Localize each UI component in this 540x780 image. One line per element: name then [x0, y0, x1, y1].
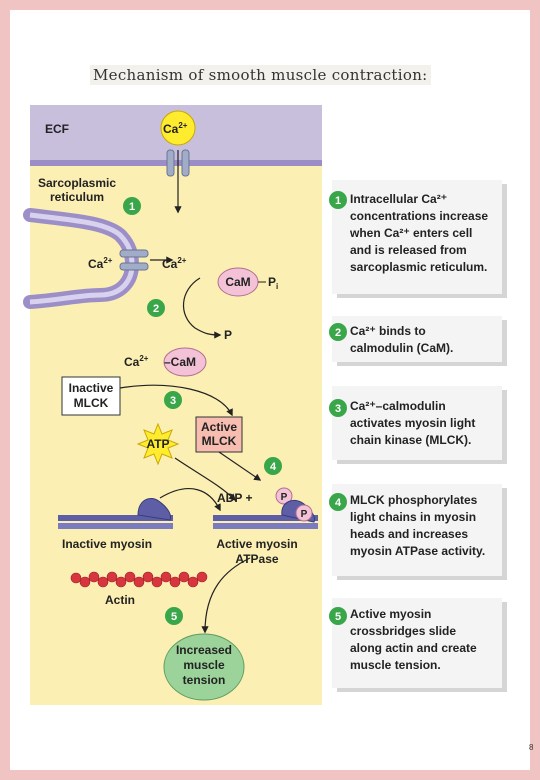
- adp-label: ADP +: [217, 491, 252, 505]
- svg-text:4: 4: [270, 461, 277, 473]
- arrow-mlck-activation: [119, 384, 233, 417]
- page-title: Mechanism of smooth muscle contraction:: [90, 65, 431, 85]
- p-release-label: P: [224, 328, 232, 342]
- ca-cam-complex-label: Ca2+: [124, 354, 149, 369]
- svg-text:3: 3: [335, 403, 341, 415]
- svg-text:–CaM: –CaM: [164, 355, 196, 369]
- arrow-myosin-activation: [159, 488, 221, 512]
- actin-filament: [70, 571, 208, 588]
- sr-channel-top: [119, 249, 149, 258]
- inactive-myosin: [58, 498, 173, 529]
- cam-label: CaM: [225, 275, 250, 289]
- atp-star: [136, 422, 180, 466]
- svg-text:P: P: [281, 492, 288, 503]
- ecf-label: ECF: [45, 122, 69, 136]
- svg-text:5: 5: [335, 611, 341, 623]
- page: Mechanism of smooth muscle contraction: …: [10, 10, 534, 770]
- inactive-mlck-box: [61, 376, 121, 416]
- svg-text:1: 1: [335, 195, 341, 207]
- svg-text:1: 1: [129, 201, 135, 213]
- page-number: 8: [529, 743, 534, 752]
- sr-channel-bottom: [119, 262, 149, 271]
- svg-text:2: 2: [153, 303, 159, 315]
- pi-label: Pi: [268, 275, 278, 291]
- ca-sr-label: Ca2+: [88, 256, 113, 271]
- svg-text:5: 5: [171, 611, 177, 623]
- active-myosin: [213, 500, 318, 529]
- arrow-atp-phosphorylation: [174, 457, 237, 502]
- actin-label: Actin: [105, 593, 135, 607]
- step-panel-1: 1 Intracellular Ca²⁺concentrations incre…: [329, 180, 507, 298]
- atp-label: ATP: [146, 437, 169, 451]
- step-4-marker: [264, 457, 282, 475]
- cell-membrane: [30, 160, 322, 166]
- svg-text:2: 2: [335, 327, 341, 339]
- ca-ecf-label: Ca2+: [163, 121, 188, 136]
- step-3-marker: [164, 391, 182, 409]
- svg-text:P: P: [301, 509, 308, 520]
- arrow-mlck-to-myosin: [218, 451, 262, 481]
- phosphate-circle-1: [275, 487, 293, 505]
- ca-cytosol-label: Ca2+: [162, 256, 187, 271]
- ca-channel-left: [166, 149, 175, 177]
- ca-channel-right: [181, 149, 190, 177]
- active-mlck-box: [195, 416, 243, 453]
- svg-text:4: 4: [335, 497, 342, 509]
- ca-cam-complex: [163, 347, 207, 377]
- step-2-marker: [147, 299, 165, 317]
- arrow-cam-binding: [182, 277, 222, 339]
- increased-tension: [163, 633, 245, 701]
- step-5-marker: [165, 607, 183, 625]
- svg-text:Intracellular Ca²⁺concentratio: Intracellular Ca²⁺concentrations increas…: [349, 192, 488, 274]
- step-1-marker: [123, 197, 141, 215]
- arrow-to-tension: [201, 557, 251, 634]
- inactive-myosin-label: Inactive myosin: [62, 537, 152, 551]
- svg-text:3: 3: [170, 395, 176, 407]
- ca-ecf-circle: [160, 110, 196, 146]
